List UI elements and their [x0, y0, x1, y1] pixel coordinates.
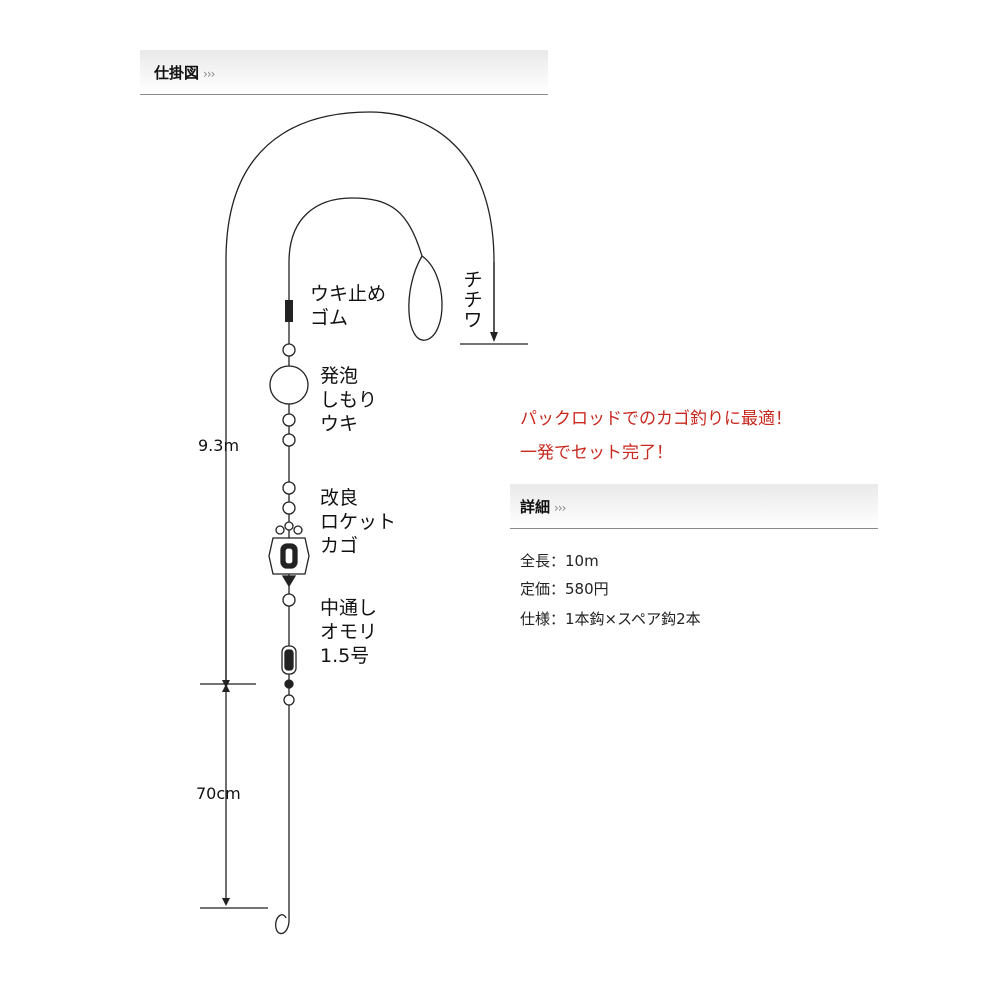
- label-sinker: 中通し オモリ 1.5号: [320, 596, 377, 668]
- label-float-stopper-text: ウキ止め ゴム: [310, 283, 387, 330]
- bead-icon: [282, 413, 296, 427]
- spec-specification: 仕様：1本鈎×スペア鈎2本: [520, 610, 701, 628]
- diagram-title-text: 仕掛図: [154, 64, 200, 82]
- diagram-section-title: 仕掛図›››: [154, 62, 215, 83]
- float-icon: [269, 365, 309, 405]
- arrowhead-tip: [490, 332, 498, 342]
- bead-icon: [282, 501, 296, 515]
- label-float-text: 発泡 しもり ウキ: [320, 365, 378, 436]
- promo-line-1: パックロッドでのカゴ釣りに最適！: [520, 409, 792, 429]
- chevron-right-icon: ›››: [203, 67, 215, 81]
- details-title-text: 詳細: [520, 498, 551, 516]
- label-basket-text: 改良 ロケット カゴ: [320, 487, 397, 558]
- details-section-title: 詳細›››: [520, 496, 566, 517]
- promo-line-2: 一発でセット完了！: [520, 443, 673, 463]
- leader-line: [275, 700, 290, 935]
- spec-price: 定価：580円: [520, 580, 609, 598]
- spec-total-length: 全長：10m: [520, 552, 599, 570]
- bead-icon: [282, 593, 296, 607]
- float-stopper-icon: [285, 300, 293, 322]
- bead-icon: [282, 433, 296, 447]
- label-chichiwa-text: チ チ ワ: [463, 269, 483, 332]
- label-float-stopper: ウキ止め ゴム: [310, 282, 386, 330]
- details-section-header: 詳細›››: [510, 484, 878, 529]
- label-float: 発泡 しもり ウキ: [320, 364, 377, 436]
- label-length-leader: 70cm: [196, 784, 241, 803]
- chichiwa-loop: [408, 255, 443, 341]
- main-line-inner-arc: [288, 197, 423, 300]
- sinker-icon: [281, 645, 297, 706]
- label-basket: 改良 ロケット カゴ: [320, 486, 396, 558]
- arrowhead-dim-bottom: [222, 898, 230, 906]
- bead-icon: [282, 343, 296, 357]
- label-chichiwa: チ チ ワ: [460, 270, 486, 330]
- diagram-section-header: 仕掛図›››: [140, 50, 548, 95]
- chevron-right-icon: ›››: [554, 501, 566, 515]
- main-line-outer-arc: [225, 111, 495, 690]
- arrowhead-dim-down: [222, 680, 230, 688]
- bead-icon: [282, 481, 296, 495]
- label-sinker-text: 中通し オモリ 1.5号: [320, 597, 378, 668]
- basket-icon: [268, 521, 310, 588]
- label-length-main: 9.3m: [198, 436, 240, 455]
